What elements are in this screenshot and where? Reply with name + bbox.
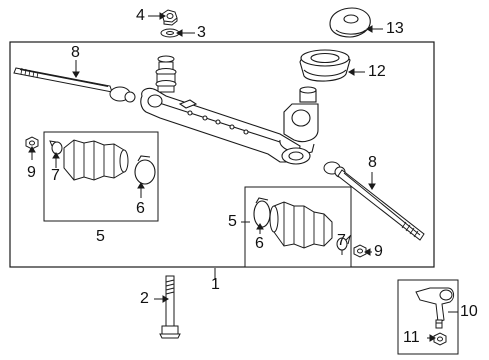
tie-rod-end-frame xyxy=(397,279,459,355)
callout-8-right: 8 xyxy=(368,154,377,171)
clamp-small-left xyxy=(49,140,63,155)
callout-6-left: 6 xyxy=(136,200,145,217)
callout-13: 13 xyxy=(386,20,404,37)
rack-housing xyxy=(140,87,301,163)
rod-thread-left xyxy=(20,67,39,79)
callout-5-left: 5 xyxy=(96,228,105,245)
pinion-housing xyxy=(279,86,319,165)
clamp-large-left xyxy=(134,155,156,185)
nut-left xyxy=(25,136,39,150)
callout-10: 10 xyxy=(460,303,478,320)
damper-stack xyxy=(155,55,177,93)
callout-12: 12 xyxy=(368,63,386,80)
callout-4: 4 xyxy=(136,7,145,24)
inner-tie-rod-right xyxy=(323,161,425,241)
top-washer xyxy=(160,28,180,38)
assembly-frame xyxy=(9,41,435,268)
callout-8-left: 8 xyxy=(71,44,80,61)
inner-tie-rod-left xyxy=(13,67,136,103)
top-nut xyxy=(161,9,178,26)
mounting-bolt xyxy=(159,275,181,339)
boot-kit-frame-left xyxy=(43,131,159,222)
callout-7-left: 7 xyxy=(51,167,60,184)
callout-9-left: 9 xyxy=(27,164,36,181)
callout-6-right: 6 xyxy=(255,235,264,252)
mount-bushing xyxy=(329,7,371,38)
clamp-small-right xyxy=(336,234,351,251)
callout-3: 3 xyxy=(197,24,206,41)
leader-lines xyxy=(28,12,458,342)
boot-right xyxy=(269,201,333,249)
boot-left xyxy=(63,139,129,181)
tie-rod-end xyxy=(415,287,455,329)
callout-1: 1 xyxy=(211,276,220,293)
callout-2: 2 xyxy=(140,290,149,307)
tie-rod-end-nut xyxy=(433,332,447,346)
callout-9-right: 9 xyxy=(374,243,383,260)
nut-right xyxy=(353,244,367,258)
pinion-seal xyxy=(299,49,351,82)
callout-5-right: 5 xyxy=(228,213,237,230)
rod-thread-right xyxy=(401,221,419,238)
callout-11: 11 xyxy=(403,329,420,346)
callout-7-right: 7 xyxy=(337,232,346,249)
